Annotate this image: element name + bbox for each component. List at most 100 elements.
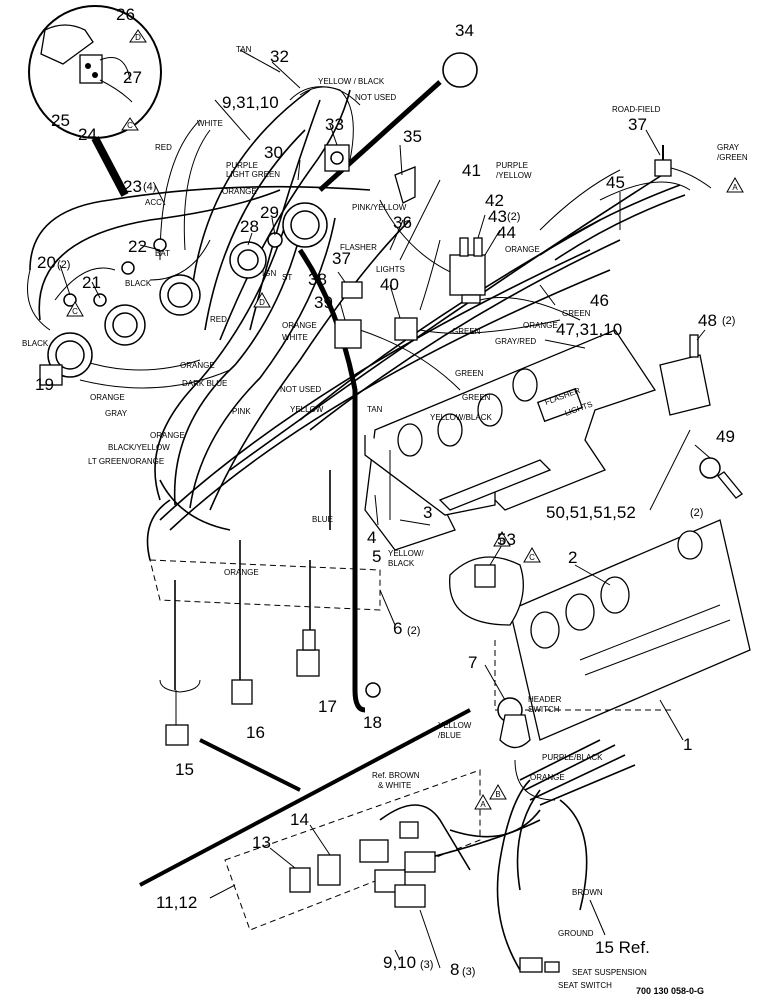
seat-harness xyxy=(496,739,636,973)
header-switch-7 xyxy=(497,697,556,801)
bulb-sockets xyxy=(63,232,283,307)
label-purple: PURPLE xyxy=(226,161,258,170)
label-brown: BROWN xyxy=(572,888,603,897)
tag-c-left: C xyxy=(72,307,78,316)
label-black-yellow: BLACK/YELLOW xyxy=(108,443,170,452)
callout-29: 29 xyxy=(260,203,279,222)
callout-23: 23 xyxy=(123,177,142,196)
relay-40 xyxy=(394,317,418,341)
tag-letters: A A B B C C C D D xyxy=(72,33,738,809)
gauge-36 xyxy=(282,202,328,248)
callout-17: 17 xyxy=(318,697,337,716)
callout-9-31-10: 9,31,10 xyxy=(222,93,279,112)
label-green-40: GREEN xyxy=(455,369,484,378)
label-header-switch-b: SWITCH xyxy=(528,705,560,714)
label-lights: LIGHTS xyxy=(376,265,405,274)
callout-35: 35 xyxy=(403,127,422,146)
callout-48: 48 xyxy=(698,311,717,330)
label-gray: GRAY xyxy=(105,409,128,418)
callout-36: 36 xyxy=(393,213,412,232)
callout-2: 2 xyxy=(568,548,577,567)
callout-27: 27 xyxy=(123,68,142,87)
label-ign: IGN xyxy=(262,269,276,278)
battery-cable xyxy=(297,248,366,713)
label-ref-brown-white-a: Ref. BROWN xyxy=(372,771,420,780)
heavy-leader-bottom xyxy=(139,708,471,887)
switches-42-43-44 xyxy=(449,237,486,304)
callout-40: 40 xyxy=(380,275,399,294)
label-green-39: GREEN xyxy=(452,327,481,336)
callout-33: 33 xyxy=(325,115,344,134)
gauge-19 xyxy=(39,332,93,386)
callout-13: 13 xyxy=(252,833,271,852)
callout-46: 46 xyxy=(590,291,609,310)
label-orange-top: ORANGE xyxy=(222,187,257,196)
label-gray-green-a: GRAY xyxy=(717,143,740,152)
callout-20-qty: (2) xyxy=(57,259,70,271)
label-orange-44: ORANGE xyxy=(505,245,540,254)
callout-1: 1 xyxy=(683,735,692,754)
road-field-switch xyxy=(654,145,712,189)
callout-43: 43 xyxy=(488,207,507,226)
lower-bracket xyxy=(224,769,541,931)
callout-45: 45 xyxy=(606,173,625,192)
key-49 xyxy=(699,457,743,499)
instrument-panel-housing xyxy=(364,329,657,551)
callout-30: 30 xyxy=(264,143,283,162)
callout-42: 42 xyxy=(485,191,504,210)
callout-44: 44 xyxy=(497,223,516,242)
key-switch-33 xyxy=(324,144,350,172)
callout-3: 3 xyxy=(423,503,432,522)
callout-49: 49 xyxy=(716,427,735,446)
tag-d-mid: D xyxy=(259,298,265,307)
callout-4: 4 xyxy=(367,528,376,547)
callout-15: 15 xyxy=(175,760,194,779)
callout-48-qty: (2) xyxy=(722,315,735,327)
terminal-18 xyxy=(365,682,381,698)
heavy-leader-15 xyxy=(199,738,301,792)
callout-26: 26 xyxy=(116,5,135,24)
label-orange-19: ORANGE xyxy=(90,393,125,402)
label-yellow-blue-a: YELLOW xyxy=(438,721,472,730)
label-light-green: LIGHT GREEN xyxy=(226,170,280,179)
drawing-number: 700 130 058-0-G xyxy=(636,986,704,996)
callout-20: 20 xyxy=(37,253,56,272)
label-st: ST xyxy=(282,273,292,282)
label-yellow-black-mid: YELLOW/BLACK xyxy=(430,413,492,422)
leader-34 xyxy=(318,80,442,192)
label-yellow-mid: YELLOW xyxy=(290,405,324,414)
gauge-28 xyxy=(229,241,267,279)
label-bat: BAT xyxy=(155,249,170,258)
callout-22: 22 xyxy=(128,237,147,256)
tag-b-lower: B xyxy=(495,790,500,799)
callout-6: 6 xyxy=(393,619,402,638)
label-white: WHITE xyxy=(197,119,223,128)
callout-21: 21 xyxy=(82,273,101,292)
callout-9-10-lower-qty: (3) xyxy=(420,959,433,971)
label-gray-green-b: /GREEN xyxy=(717,153,748,162)
callout-47-31-10: 47,31,10 xyxy=(556,320,622,339)
label-gray-red: GRAY/RED xyxy=(495,337,536,346)
main-harness xyxy=(27,49,691,690)
callout-41: 41 xyxy=(462,161,481,180)
label-tan-mid: TAN xyxy=(367,405,383,414)
callout-39: 39 xyxy=(314,293,333,312)
callout-6-qty: (2) xyxy=(407,625,420,637)
gauge-21 xyxy=(104,304,146,346)
label-acc: ACC xyxy=(145,198,162,207)
label-yellow-black-top: YELLOW / BLACK xyxy=(318,77,385,86)
harness-45 xyxy=(539,184,686,261)
callout-38: 38 xyxy=(308,270,327,289)
label-pink: PINK xyxy=(232,407,251,416)
label-seat-suspension: SEAT SUSPENSION xyxy=(572,968,647,977)
bracket-35 xyxy=(394,166,416,204)
snap-ring xyxy=(442,52,478,88)
callout-11-12: 11,12 xyxy=(156,893,197,912)
dashed-box-6 xyxy=(149,559,381,611)
label-yellow-blue-b: /BLUE xyxy=(438,731,461,740)
callout-43-qty: (2) xyxy=(507,211,520,223)
callout-23-qty: (4) xyxy=(143,181,156,193)
connector-15 xyxy=(159,679,201,746)
label-yellow-black-5a: YELLOW/ xyxy=(388,549,424,558)
callout-24: 24 xyxy=(78,125,97,144)
